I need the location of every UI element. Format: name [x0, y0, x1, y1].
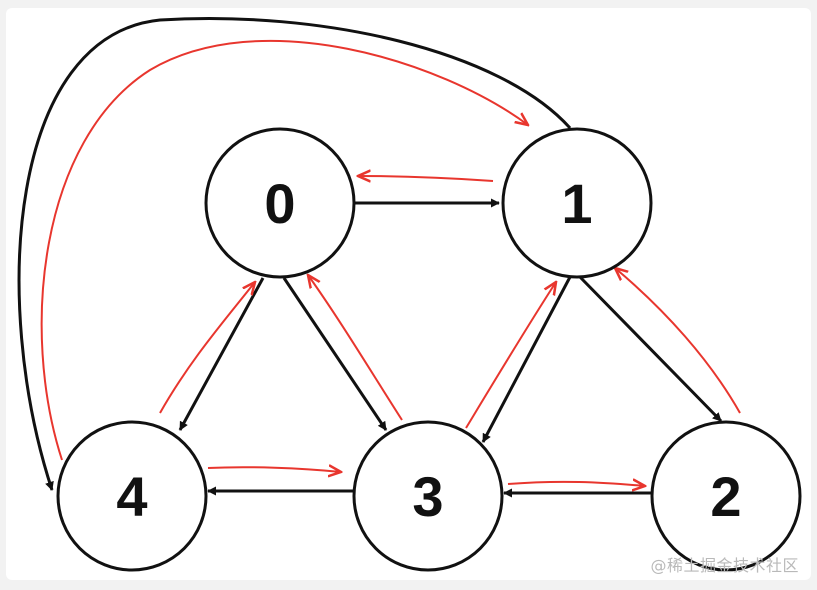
- node-4-circle: [56, 420, 208, 572]
- node-0: 0: [204, 127, 356, 279]
- trace-4-3: [207, 467, 341, 472]
- trace-3-1: [465, 282, 556, 429]
- node-4: 4: [56, 420, 208, 572]
- node-2-label: 2: [710, 465, 741, 528]
- red-trace-edges: [40, 39, 741, 486]
- node-3-label: 3: [412, 465, 443, 528]
- trace-3-2: [507, 482, 645, 486]
- trace-4-0: [159, 282, 255, 414]
- edge-1-4: [17, 17, 572, 491]
- trace-2-1: [615, 268, 741, 414]
- trace-4-1: [40, 39, 528, 461]
- black-edges: [17, 17, 723, 498]
- edge-1-3: [481, 276, 572, 443]
- node-3: 3: [352, 420, 504, 572]
- trace-3-0: [308, 275, 403, 421]
- node-2-circle: [650, 420, 802, 572]
- node-1: 1: [501, 127, 653, 279]
- node-0-circle: [204, 127, 356, 279]
- node-4-label: 4: [116, 465, 147, 528]
- edge-1-2: [578, 275, 723, 423]
- trace-1-0: [358, 176, 494, 181]
- node-0-label: 0: [264, 172, 295, 235]
- edge-0-3: [282, 277, 388, 431]
- node-1-label: 1: [561, 172, 592, 235]
- edge-0-4: [178, 277, 265, 431]
- node-2: 2: [650, 420, 802, 572]
- node-3-circle: [352, 420, 504, 572]
- watermark-text: @稀土掘金技术社区: [650, 556, 799, 575]
- node-1-circle: [501, 127, 653, 279]
